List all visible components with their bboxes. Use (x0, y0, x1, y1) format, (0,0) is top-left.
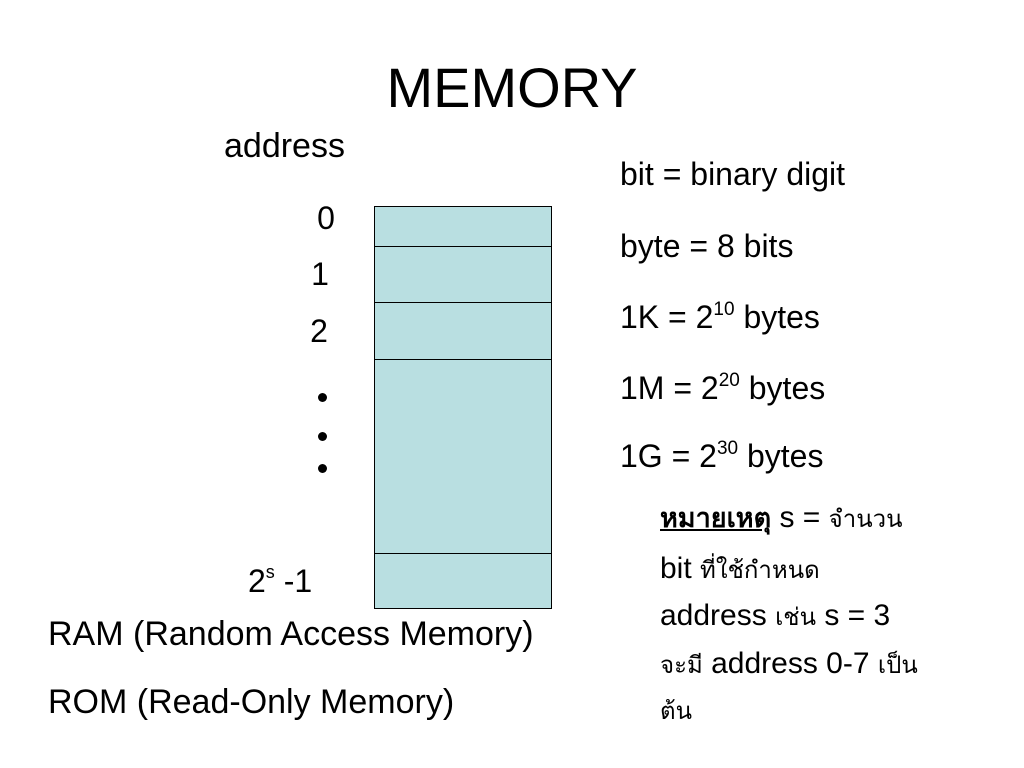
cell-divider (375, 302, 551, 303)
memory-block (374, 206, 552, 609)
note-thai-text: จำนวน (828, 505, 903, 533)
cell-divider (375, 553, 551, 554)
address-label-last: 2s -1 (248, 562, 312, 600)
definition-bit: bit = binary digit (620, 155, 845, 193)
note-line-1: หมายเหตุ s = จำนวน (660, 500, 903, 537)
ellipsis-dot (318, 432, 327, 441)
note-heading: หมายเหตุ (660, 503, 772, 534)
note-text: s = (771, 501, 829, 534)
last-label-exponent: s (265, 562, 275, 582)
definition-text: bit = binary digit (620, 156, 846, 192)
definition-unit: bytes (738, 438, 824, 474)
note-text: bit (660, 552, 701, 585)
note-text: address 0-7 (702, 647, 878, 680)
rom-definition: ROM (Read-Only Memory) (48, 683, 455, 721)
ellipsis-dot (318, 464, 327, 473)
note-thai-text: จะมี (660, 651, 703, 679)
address-heading: address (224, 127, 345, 165)
definition-unit: bytes (739, 370, 826, 406)
definition-kilobyte: 1K = 210 bytes (620, 298, 820, 336)
definition-text: byte = 8 bits (620, 228, 794, 264)
slide-title: MEMORY (386, 56, 638, 119)
definition-exponent: 30 (716, 438, 739, 459)
note-text: s = 3 (815, 599, 891, 632)
cell-divider (375, 359, 551, 360)
note-line-2: bit ที่ใช้กำหนด (660, 551, 820, 588)
cell-divider (375, 246, 551, 247)
address-label-0: 0 (317, 200, 335, 236)
note-text: address (660, 599, 776, 632)
note-line-4: จะมี address 0-7 เป็น (660, 646, 918, 683)
note-thai-text: ต้น (660, 697, 692, 725)
address-label-2: 2 (310, 313, 328, 349)
note-thai-text: ที่ใช้กำหนด (700, 556, 820, 584)
note-thai-text: เป็น (877, 651, 918, 679)
definition-text: 1M = 2 (620, 370, 719, 406)
definition-gigabyte: 1G = 230 bytes (620, 437, 823, 475)
note-thai-text: เช่น (775, 603, 816, 631)
definition-unit: bytes (734, 299, 820, 335)
definition-exponent: 20 (718, 370, 740, 391)
ellipsis-dot (318, 393, 327, 402)
address-label-1: 1 (311, 256, 329, 292)
last-label-base: 2 (248, 563, 266, 599)
definition-byte: byte = 8 bits (620, 227, 793, 265)
definition-text: 1G = 2 (620, 438, 717, 474)
definition-text: 1K = 2 (620, 299, 714, 335)
note-line-5: ต้น (660, 692, 692, 729)
note-line-3: address เช่น s = 3 (660, 598, 890, 635)
last-label-suffix: -1 (274, 563, 313, 599)
definition-exponent: 10 (713, 299, 735, 320)
ram-definition: RAM (Random Access Memory) (48, 615, 534, 653)
definition-megabyte: 1M = 220 bytes (620, 369, 825, 407)
